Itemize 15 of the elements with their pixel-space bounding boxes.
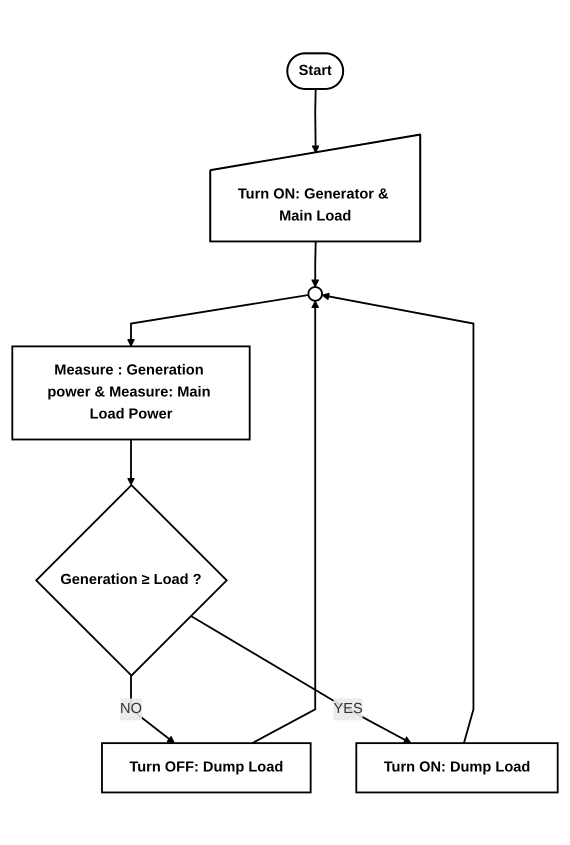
arrow — [312, 88, 320, 153]
arrow — [322, 292, 474, 744]
edge-label: YES — [333, 700, 363, 716]
arrow — [252, 300, 320, 744]
edge-label: NO — [120, 700, 142, 716]
arrow — [130, 675, 175, 744]
arrow — [311, 241, 320, 288]
arrow — [126, 439, 136, 486]
node-circle — [307, 286, 323, 302]
node-box: Turn OFF: Dump Load — [101, 742, 312, 793]
arrow — [126, 294, 309, 346]
node-diamond: Generation ≥ Load ? — [34, 483, 228, 676]
arrow — [190, 614, 412, 744]
node-box: Turn ON: Dump Load — [355, 742, 559, 793]
node-box: Measure : Generation power & Measure: Main Load Power — [11, 345, 251, 440]
